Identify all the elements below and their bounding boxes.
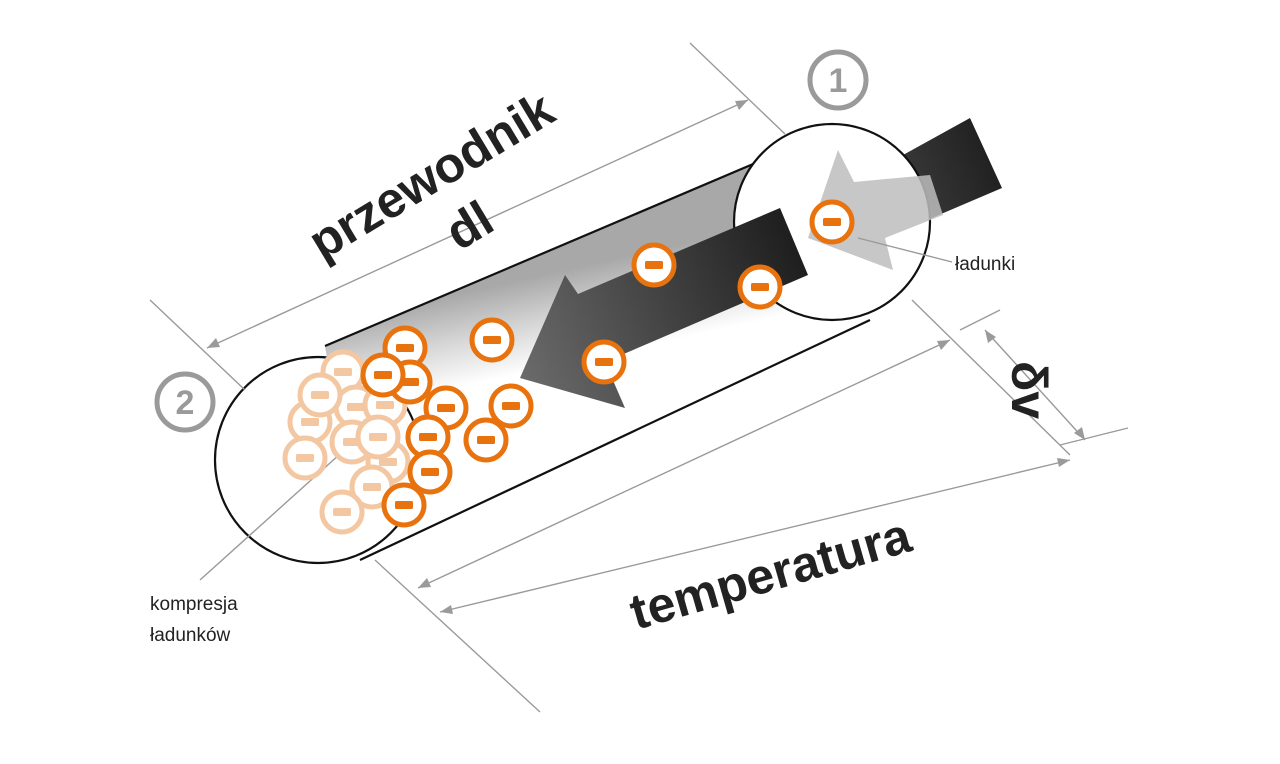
- charge-icon: [463, 417, 509, 463]
- label-conductor: przewodnik: [299, 81, 564, 271]
- charge-icon: [488, 383, 534, 429]
- marker-2: 2: [154, 371, 216, 433]
- marker-2-label: 2: [176, 384, 195, 422]
- faded-charge-icon: [319, 489, 365, 535]
- faded-charge-icon: [282, 435, 328, 481]
- label-temperature: temperatura: [624, 507, 918, 641]
- charge-icon: [737, 264, 783, 310]
- charge-icon: [360, 352, 406, 398]
- charge-icon: [809, 199, 855, 245]
- charges-group: [282, 199, 855, 535]
- marker-1-label: 1: [829, 62, 848, 100]
- charge-icon: [631, 242, 677, 288]
- label-compression-2: ładunków: [150, 625, 231, 646]
- charge-icon: [581, 339, 627, 385]
- label-compression-1: kompresja: [150, 594, 238, 615]
- label-length: dl: [436, 190, 503, 261]
- marker-1: 1: [807, 49, 869, 111]
- charge-icon: [381, 482, 427, 528]
- label-delta-v: δv: [1001, 361, 1057, 419]
- dimension-lines: [149, 42, 1129, 713]
- charge-icon: [405, 414, 451, 460]
- charge-icon: [407, 449, 453, 495]
- charge-icon: [469, 317, 515, 363]
- marker-2-ring: [154, 371, 216, 433]
- label-charges: ładunki: [955, 254, 1015, 275]
- marker-1-ring: [807, 49, 869, 111]
- faded-charge-icon: [297, 372, 343, 418]
- tube-bottom-edge: [359, 319, 871, 561]
- faded-charge-icon: [355, 414, 401, 460]
